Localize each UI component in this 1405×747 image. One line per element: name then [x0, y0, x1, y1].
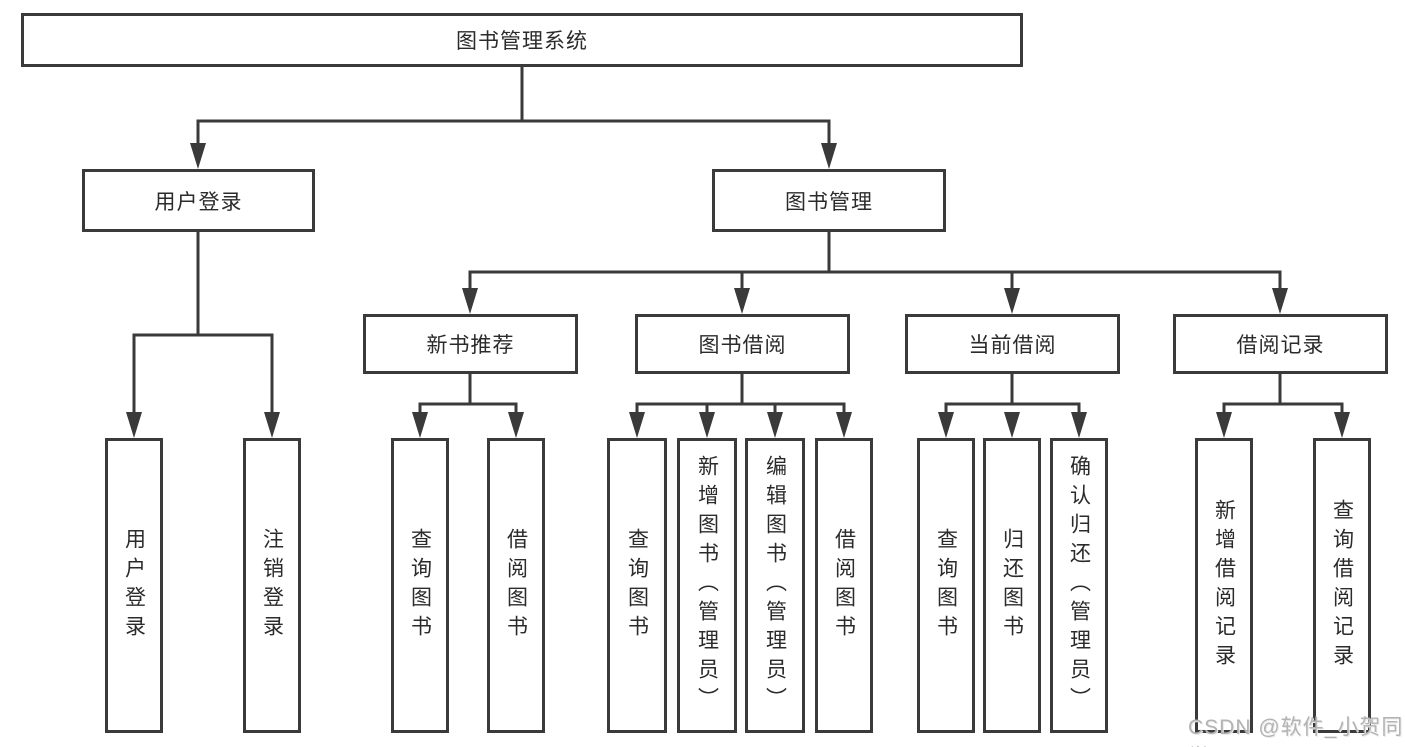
- node-current-borrow: 当前借阅: [905, 314, 1120, 374]
- connector-record-to-leaves: [1216, 372, 1350, 438]
- connector-root-to-level2: [190, 65, 837, 169]
- leaf-current-query-books: 查询图书: [917, 438, 975, 733]
- leaf-recommend-query-books: 查询图书: [391, 438, 449, 733]
- connector-borrow-to-leaves: [629, 372, 852, 438]
- leaf-borrow-books: 借阅图书: [815, 438, 873, 733]
- node-new-book-recommend: 新书推荐: [363, 314, 578, 374]
- leaf-recommend-borrow-books: 借阅图书: [487, 438, 545, 733]
- leaf-add-books-admin: 新增图书（管理员）: [677, 438, 737, 733]
- leaf-user-login: 用户登录: [105, 438, 163, 733]
- node-book-management: 图书管理: [712, 169, 946, 232]
- node-user-login: 用户登录: [82, 169, 315, 232]
- node-borrow-records: 借阅记录: [1173, 314, 1388, 374]
- leaf-edit-books-admin: 编辑图书（管理员）: [745, 438, 805, 733]
- leaf-confirm-return-admin: 确认归还（管理员）: [1050, 438, 1108, 733]
- connector-recommend-to-leaves: [412, 372, 524, 438]
- leaf-borrow-query-books: 查询图书: [607, 438, 667, 733]
- leaf-add-borrow-record: 新增借阅记录: [1195, 438, 1253, 733]
- connector-current-to-leaves: [938, 372, 1087, 438]
- connector-login-to-leaves: [126, 230, 280, 438]
- leaf-return-books: 归还图书: [983, 438, 1041, 733]
- csdn-watermark: CSDN @软件_小贺同学: [1188, 716, 1404, 747]
- leaf-logout: 注销登录: [243, 438, 301, 733]
- node-library-system: 图书管理系统: [21, 13, 1023, 67]
- node-book-borrow: 图书借阅: [635, 314, 850, 374]
- leaf-query-borrow-record: 查询借阅记录: [1313, 438, 1371, 733]
- connector-management-to-level3: [462, 230, 1288, 314]
